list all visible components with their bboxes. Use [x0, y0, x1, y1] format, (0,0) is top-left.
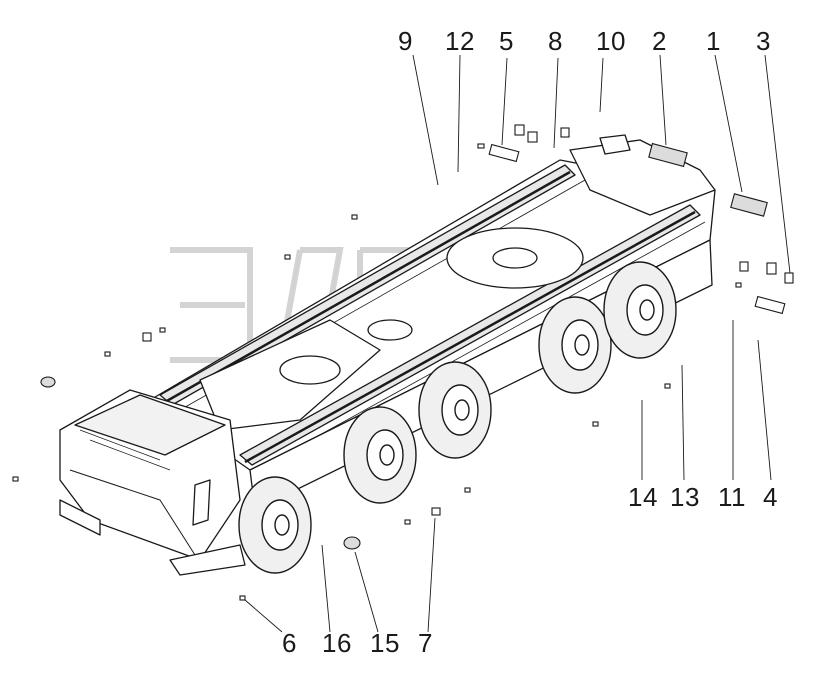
callout-9: 9 [398, 26, 413, 56]
part-7 [431, 507, 441, 516]
callout-3: 3 [756, 26, 771, 56]
part-3 [784, 272, 794, 284]
callout-11: 11 [718, 482, 746, 512]
callout-6: 6 [282, 628, 297, 658]
callout-4: 4 [763, 482, 778, 512]
wheel-3 [418, 361, 492, 459]
callout-2: 2 [652, 26, 667, 56]
wheel-1 [238, 476, 312, 574]
part-4 [754, 295, 786, 315]
wheel-4 [538, 296, 612, 394]
wheel-2 [343, 406, 417, 504]
callout-5: 5 [499, 26, 514, 56]
callout-1: 1 [706, 26, 721, 56]
callout-14: 14 [628, 482, 658, 512]
part-2 [648, 142, 688, 168]
callout-15: 15 [370, 628, 400, 658]
wheels [238, 261, 677, 574]
callout-16: 16 [322, 628, 352, 658]
leader-lines [244, 54, 791, 633]
callout-8: 8 [548, 26, 563, 56]
callout-13: 13 [670, 482, 700, 512]
exploded-parts [12, 124, 794, 601]
callout-12: 12 [445, 26, 475, 56]
crane-truck [59, 134, 716, 576]
callout-10: 10 [596, 26, 626, 56]
part-15 [343, 536, 361, 550]
part-5 [488, 143, 520, 163]
wheel-5 [603, 261, 677, 359]
callout-7: 7 [418, 628, 433, 658]
part-1 [730, 193, 768, 217]
